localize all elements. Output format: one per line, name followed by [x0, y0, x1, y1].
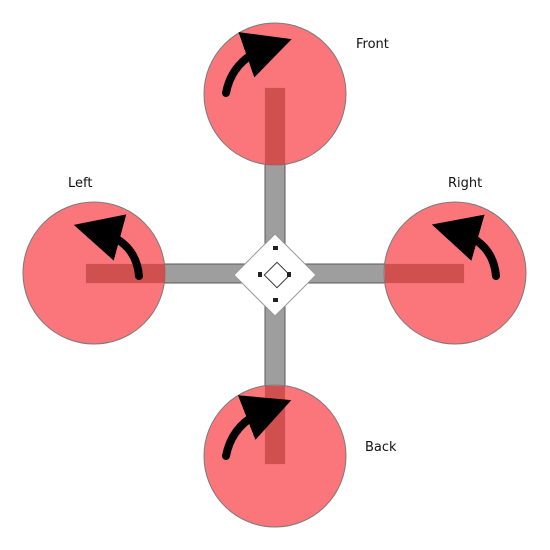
- rotor-right: [383, 201, 527, 345]
- front-label: Front: [356, 37, 389, 52]
- rotor-arm-overlap: [265, 386, 285, 464]
- rotor-left: [22, 201, 166, 345]
- counterclockwise-arrow-icon: [73, 214, 143, 280]
- left-label: Left: [68, 176, 92, 191]
- flight-controller-board-icon: [233, 233, 317, 317]
- rotor-front: [203, 22, 347, 166]
- clockwise-arrow-icon: [222, 395, 292, 460]
- rotor-arm-overlap: [265, 88, 285, 165]
- rotor-back: [203, 384, 347, 528]
- rotor-arm-overlap: [86, 264, 165, 283]
- clockwise-arrow-icon: [222, 32, 292, 97]
- right-label: Right: [448, 176, 482, 191]
- rotor-arm-overlap: [385, 264, 464, 283]
- back-label: Back: [365, 440, 397, 455]
- counterclockwise-arrow-icon: [431, 214, 500, 280]
